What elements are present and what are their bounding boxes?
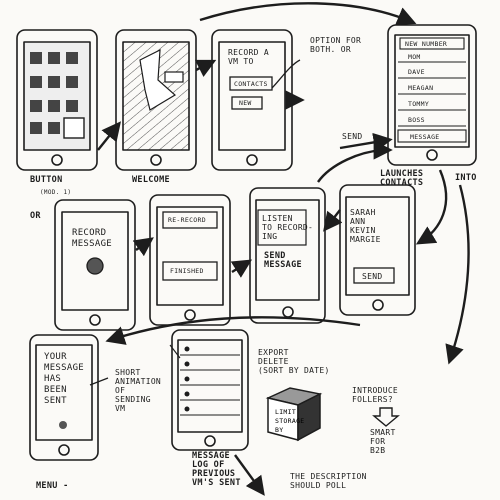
label-introduce: INTRODUCE FOLLERS? xyxy=(352,386,399,404)
phone-contacts xyxy=(387,24,477,166)
listen-text: LISTEN TO RECORD- ING xyxy=(262,214,314,241)
record-button[interactable] xyxy=(86,257,104,275)
label-description: THE DESCRIPTION SHOULD POLL xyxy=(290,472,367,490)
message-footer-label: MESSAGE xyxy=(410,133,440,141)
finished-button[interactable] xyxy=(162,261,218,281)
label-button: BUTTON xyxy=(30,175,63,185)
rerecord-button[interactable] xyxy=(162,211,218,229)
contact-item: DAVE xyxy=(408,68,425,76)
contacts-option-button[interactable] xyxy=(229,76,273,91)
record-message-text: RECORD MESSAGE xyxy=(72,228,113,249)
new-number-label: NEW NUMBER xyxy=(405,40,448,48)
phone-listen xyxy=(249,187,326,324)
label-button-sub: (MOD. 1) xyxy=(40,189,72,196)
send-button[interactable] xyxy=(353,267,395,284)
limit-text: LIMIT STORAGE BY xyxy=(275,408,305,434)
contact-item: MOM xyxy=(408,53,421,61)
sent-text: YOUR MESSAGE HAS BEEN SENT xyxy=(44,352,85,406)
label-message-log: MESSAGE LOG OF PREVIOUS VM'S SENT xyxy=(192,451,241,488)
phone-welcome xyxy=(115,29,197,171)
new-option-label: NEW xyxy=(239,99,252,107)
phone-rerecord xyxy=(149,194,231,326)
contact-item: BOSS xyxy=(408,116,425,124)
contacts-option-label: CONTACTS xyxy=(234,80,268,88)
label-smart: SMART FOR B2B xyxy=(370,428,396,455)
label-menu: MENU - xyxy=(36,481,69,491)
label-send-message: SEND MESSAGE xyxy=(264,251,302,270)
rerecord-label: RE-RECORD xyxy=(168,216,206,224)
phone-recipients xyxy=(339,184,416,316)
new-option-button[interactable] xyxy=(231,96,263,110)
app-grid-tiles xyxy=(30,52,78,134)
flow-arrow-top xyxy=(199,2,417,26)
recipients-names: SARAH ANN KEVIN MARGIE xyxy=(350,208,381,244)
label-short-anim: SHORT ANIMATION OF SENDING VM xyxy=(115,368,162,413)
phone-record-message xyxy=(54,199,136,331)
label-into: INTO xyxy=(455,173,477,183)
phone-button-screen xyxy=(16,29,98,171)
label-export: EXPORT DELETE (SORT BY DATE) xyxy=(258,348,330,375)
label-welcome: WELCOME xyxy=(132,175,170,185)
record-vm-text: RECORD A VM TO xyxy=(228,48,269,66)
contact-item: MEAGAN xyxy=(408,84,434,92)
label-option: OPTION FOR BOTH. OR xyxy=(310,36,362,54)
storage-cube-icon xyxy=(265,387,323,442)
label-launches: LAUNCHES CONTACTS xyxy=(380,169,424,188)
phone-message-log xyxy=(171,329,249,451)
phone-sent xyxy=(29,334,99,461)
label-send-arrow: SEND xyxy=(342,132,363,141)
send-label: SEND xyxy=(362,272,383,281)
label-or: OR xyxy=(30,211,41,221)
finished-label: FINISHED xyxy=(170,267,204,275)
contact-item: TOMMY xyxy=(408,100,430,108)
